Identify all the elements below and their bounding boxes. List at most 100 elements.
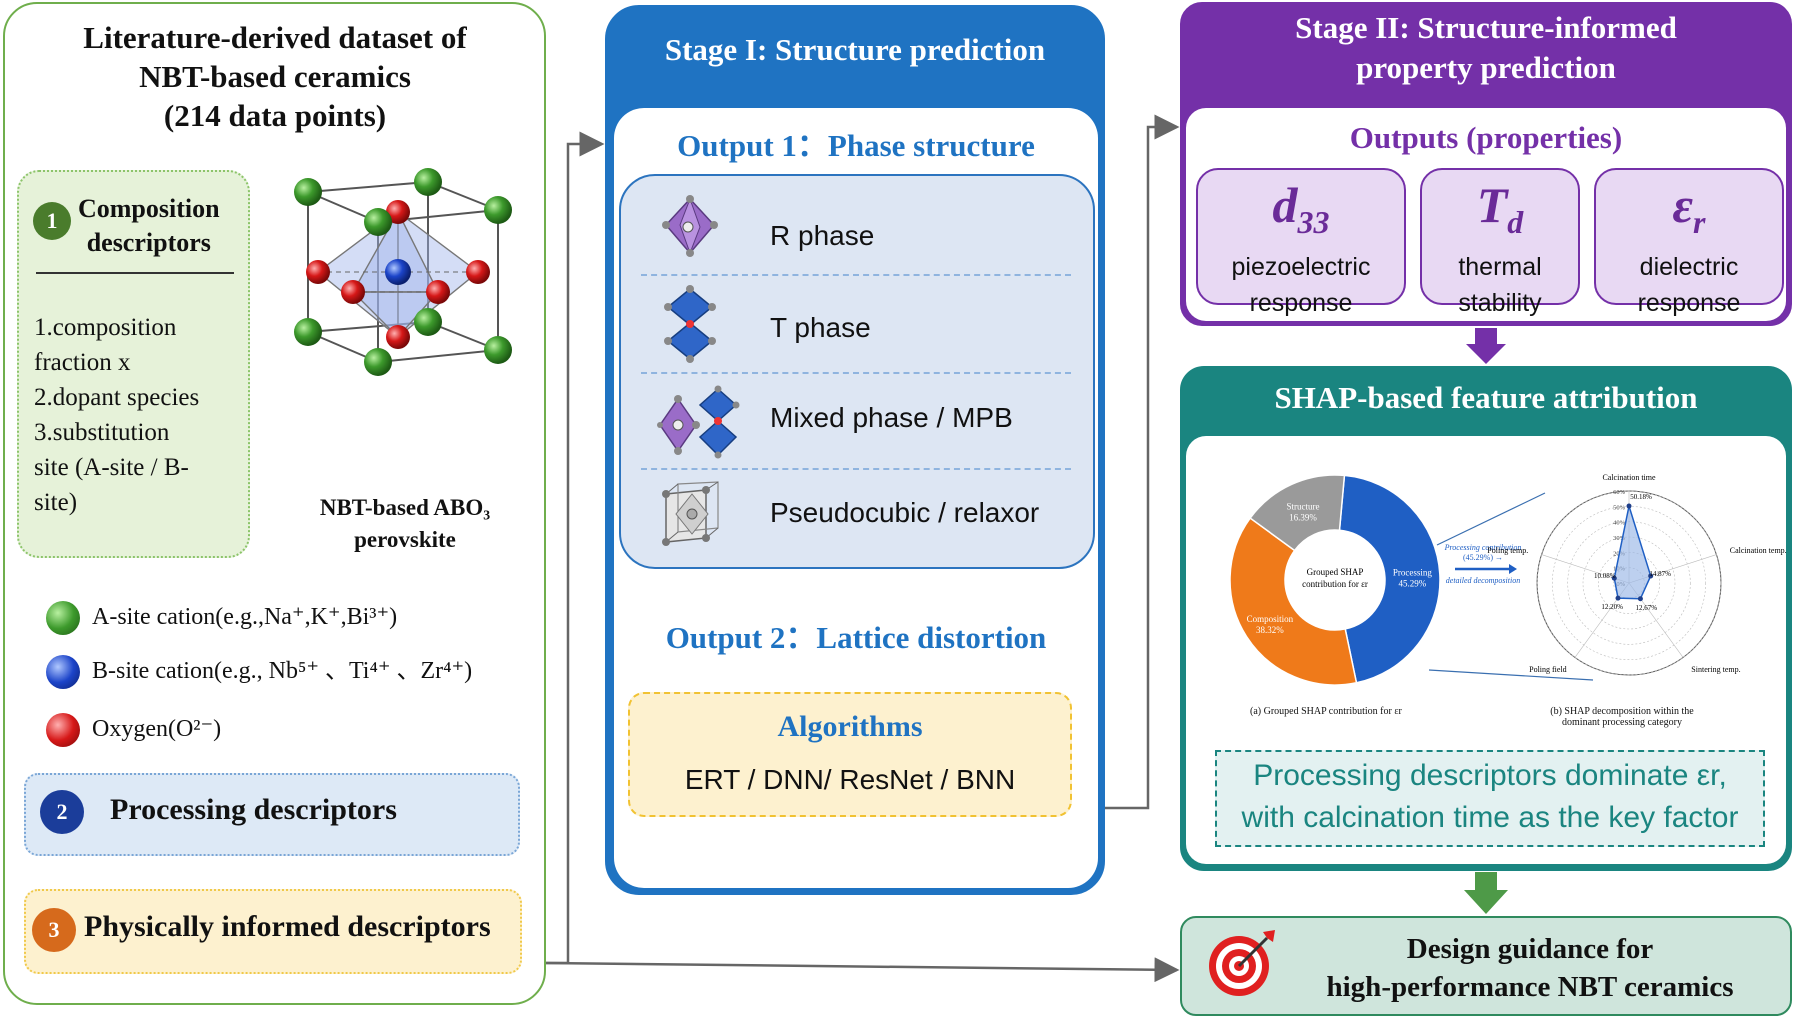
radar-tick-label: 60% (1613, 489, 1626, 496)
shap-title: SHAP-based feature attribution (1274, 380, 1698, 415)
radar-axis-label: Poling field (1529, 665, 1567, 674)
arrow-shap-to-design (1464, 872, 1508, 914)
shap-note: Processing descriptors dominate εr, with… (1215, 755, 1765, 839)
design-guidance-line2: high-performance NBT ceramics (1326, 971, 1734, 1003)
donut-label-structure-label: 16.39% (1289, 512, 1317, 522)
legend-oxygen: Oxygen(O²⁻) (46, 712, 221, 748)
property-er-line1: dielectric (1639, 253, 1739, 281)
radar-tick-label: 30% (1613, 535, 1626, 542)
property-td-symbol: Td (1422, 178, 1578, 249)
caption-a: (a) Grouped SHAP contribution for εr (1250, 706, 1402, 717)
caption-b-line2: dominant processing category (1562, 717, 1682, 728)
legend-a-site-label: A-site cation(e.g.,Na⁺,K⁺,Bi³⁺) (92, 604, 398, 630)
radar-axis-label: Calcination temp. (1730, 546, 1787, 555)
property-er-line2: response (1637, 289, 1741, 317)
stage1-title: Stage I: Structure prediction (664, 32, 1046, 67)
connector-line (1436, 492, 1546, 546)
red-sphere-icon (46, 713, 80, 748)
divider (641, 372, 1071, 374)
legend-b-site: B-site cation(e.g., Nb⁵⁺ 、Ti⁴⁺ 、Zr⁴⁺) (46, 654, 473, 690)
divider (641, 274, 1071, 276)
property-d33-line1: piezoelectric (1231, 253, 1371, 281)
perovskite-label-line2: perovskite (354, 527, 456, 552)
donut-slice-processing (1338, 474, 1441, 684)
shap-note-line2: with calcination time as the key factor (1241, 801, 1739, 834)
algorithms-box (628, 692, 1072, 817)
symbol-d: d (1272, 177, 1298, 233)
radar-axis-label: Poling temp. (1487, 546, 1528, 555)
donut-slice-structure (1249, 474, 1346, 552)
caption-b-line1: (b) SHAP decomposition within the (1550, 706, 1694, 717)
arrow-stage2-to-shap (1466, 328, 1506, 364)
composition-title-line1: Composition (78, 194, 220, 223)
arrow-left-to-stage1 (546, 131, 605, 965)
arrow-stage1-to-stage2 (1105, 114, 1180, 810)
property-td-card: Td thermal stability (1420, 168, 1580, 317)
algorithms-list: ERT / DNN/ ResNet / BNN (684, 764, 1016, 795)
output1-title: Output 1：Phase structure (677, 128, 1035, 163)
physical-descriptors-box (24, 889, 522, 974)
perovskite-label-line1: NBT-based ABO₃ (319, 495, 491, 520)
legend-b-site-label: B-site cation(e.g., Nb⁵⁺ 、Ti⁴⁺ 、Zr⁴⁺) (92, 658, 473, 684)
property-d33-line2: response (1249, 289, 1353, 317)
property-er-card: εr dielectric response (1594, 168, 1784, 317)
list-item: 2.dopant species (34, 384, 200, 411)
donut-center-line1: Grouped SHAP (1307, 567, 1364, 577)
radar-value-label: 14.87% (1649, 570, 1671, 578)
donut-chart: Processing45.29%Composition38.32%Structu… (1229, 474, 1441, 686)
list-item: 3.substitution (34, 419, 170, 446)
phase-r-label: R phase (770, 220, 875, 251)
donut-hole (1286, 531, 1384, 629)
target-icon (1209, 930, 1275, 996)
list-item: 1.composition (34, 314, 177, 341)
donut-label-processing-label: 45.29% (1398, 579, 1426, 589)
donut-label-composition-label: 38.32% (1256, 625, 1284, 635)
pseudocubic-icon (662, 481, 719, 546)
shap-note-box (1215, 750, 1765, 847)
caption-b: (b) SHAP decomposition within the domina… (1532, 706, 1712, 728)
stage2-title-line2: property prediction (1356, 50, 1616, 85)
subscript-d: d (1507, 204, 1524, 240)
mixed-phase-icon (657, 385, 740, 459)
composition-descriptors-title: Composition descriptors (78, 192, 220, 260)
green-sphere-icon (46, 601, 80, 636)
donut-label-composition-name: Composition (1247, 614, 1294, 624)
arrow-left-to-design (545, 957, 1180, 983)
radar-point (1648, 573, 1654, 579)
t-phase-icon (664, 285, 716, 363)
symbol-epsilon: ε (1672, 177, 1694, 233)
output2-title: Output 2：Lattice distortion (665, 620, 1047, 655)
divider (36, 272, 234, 274)
list-item: fraction x (34, 349, 131, 376)
property-td-line1: thermal (1458, 253, 1542, 281)
composition-title-line2: descriptors (86, 228, 211, 257)
shap-figure: Processing45.29%Composition38.32%Structu… (1229, 473, 1787, 686)
dataset-title-line1: Literature-derived dataset of (83, 20, 467, 55)
dataset-title: Literature-derived dataset of NBT-based … (40, 18, 510, 135)
symbol-t: T (1476, 177, 1508, 233)
radar-axis-label: Sintering temp. (1691, 665, 1740, 674)
list-item: site) (34, 489, 78, 516)
divider (641, 468, 1071, 470)
arrow-text-line2: (45.29%) → (1463, 553, 1503, 562)
legend-a-site: A-site cation(e.g.,Na⁺,K⁺,Bi³⁺) (46, 600, 398, 636)
donut-center-line2: contribution for εr (1302, 579, 1368, 589)
radar-value-label: 12.67% (1636, 604, 1658, 612)
perovskite-structure-icon (294, 168, 512, 376)
donut-label-processing-name: Processing (1393, 568, 1432, 578)
radar-point (1637, 596, 1643, 602)
radar-tick-label: 40% (1613, 520, 1626, 527)
perovskite-label: NBT-based ABO₃ perovskite (280, 492, 530, 556)
subscript-33: 33 (1297, 204, 1330, 240)
arrow-head-icon (1509, 564, 1517, 574)
property-td-line2: stability (1458, 289, 1542, 317)
radar-point (1615, 595, 1621, 601)
radar-axis-label: Calcination time (1602, 473, 1656, 482)
physical-descriptors-label: Physically informed descriptors (84, 910, 491, 943)
stage2-title-line1: Stage II: Structure-informed (1295, 10, 1677, 45)
radar-point (1611, 575, 1617, 581)
badge-2: 2 (40, 790, 84, 834)
r-phase-icon (662, 195, 718, 257)
radar-value-label: 10.08% (1594, 572, 1616, 580)
dataset-title-line2: NBT-based ceramics (139, 59, 411, 94)
